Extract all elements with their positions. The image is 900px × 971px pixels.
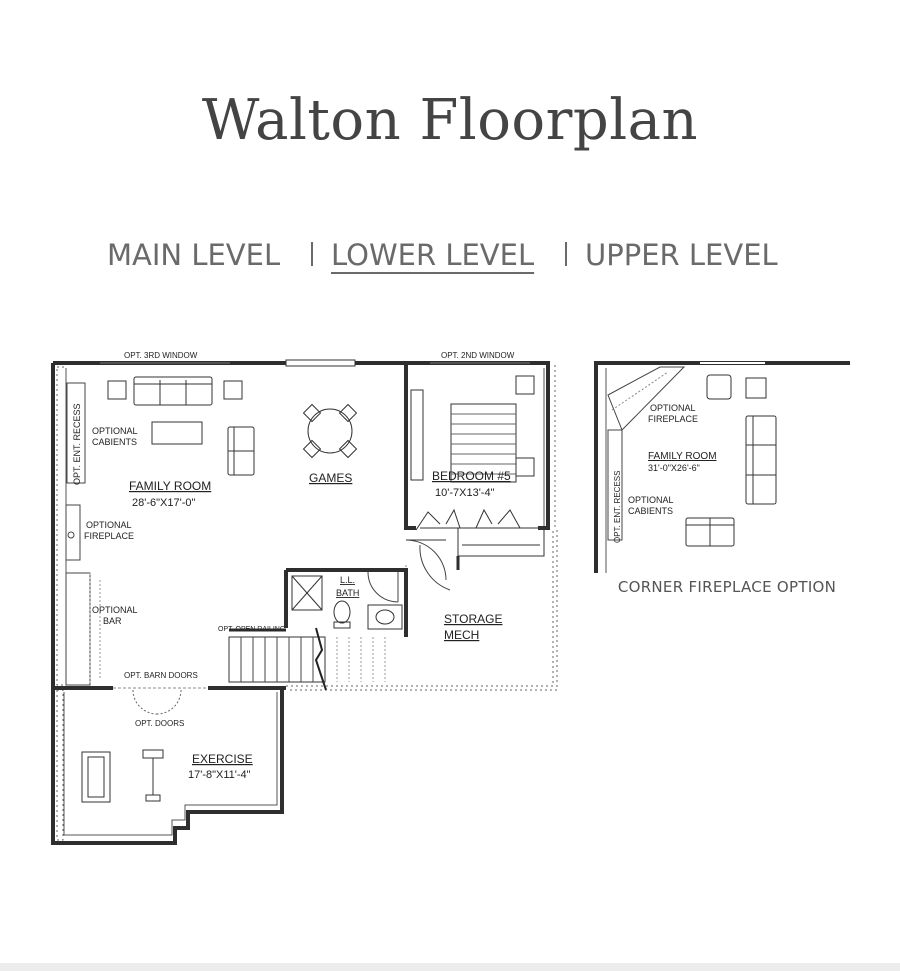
mech-label: MECH (444, 628, 479, 642)
optional-fireplace-label-2: FIREPLACE (84, 531, 134, 541)
corner-family-room-label: FAMILY ROOM (648, 451, 717, 462)
corner-family-room-dimensions: 31'-0"X26'-6" (648, 463, 700, 473)
main-level-link[interactable]: MAIN LEVEL (107, 238, 281, 272)
optional-fireplace-label-1: OPTIONAL (86, 520, 132, 530)
storage-label: STORAGE (444, 612, 502, 626)
corner-opt-ent-recess-label: OPT. ENT. RECESS (613, 471, 622, 543)
corner-fireplace-plan (594, 361, 850, 573)
exercise-dimensions: 17'-8"X11'-4" (188, 769, 251, 781)
opt-3rd-window-label: OPT. 3RD WINDOW (124, 351, 198, 360)
lower-level-link[interactable]: LOWER LEVEL (331, 238, 535, 272)
corner-optional-cabinets-label-2: CABIENTS (628, 506, 673, 516)
opt-doors-label: OPT. DOORS (135, 719, 184, 728)
bedroom-label: BEDROOM #5 (432, 469, 511, 483)
corner-fireplace-label-1: OPTIONAL (650, 403, 696, 413)
ll-bath-label-1: L.L. (340, 575, 355, 585)
nav-divider (565, 242, 567, 266)
family-room-label: FAMILY ROOM (129, 479, 211, 493)
optional-cabinets-label-1: OPTIONAL (92, 426, 138, 436)
bottom-bar (0, 963, 900, 971)
opt-open-railing-label: OPT. OPEN RAILING (218, 626, 285, 633)
games-label: GAMES (309, 471, 352, 485)
lower-level-plan (51, 359, 558, 845)
optional-bar-label-2: BAR (103, 616, 122, 626)
ll-bath-label-2: BATH (336, 588, 359, 598)
corner-fireplace-label-2: FIREPLACE (648, 414, 698, 424)
optional-cabinets-label-2: CABIENTS (92, 437, 137, 447)
corner-optional-cabinets-label-1: OPTIONAL (628, 495, 674, 505)
bedroom-dimensions: 10'-7X13'-4" (435, 487, 495, 499)
nav-divider (311, 242, 313, 266)
opt-2nd-window-label: OPT. 2ND WINDOW (441, 351, 515, 360)
level-nav: MAIN LEVEL LOWER LEVEL UPPER LEVEL (0, 238, 900, 278)
opt-barn-doors-label: OPT. BARN DOORS (124, 671, 198, 680)
exercise-label: EXERCISE (192, 752, 253, 766)
corner-fireplace-caption: CORNER FIREPLACE OPTION (617, 578, 837, 596)
family-room-dimensions: 28'-6"X17'-0" (132, 497, 195, 509)
page-title: Walton Floorplan (201, 88, 699, 153)
optional-bar-label-1: OPTIONAL (92, 605, 138, 615)
upper-level-link[interactable]: UPPER LEVEL (585, 238, 778, 272)
opt-ent-recess-label: OPT. ENT. RECESS (72, 403, 82, 485)
